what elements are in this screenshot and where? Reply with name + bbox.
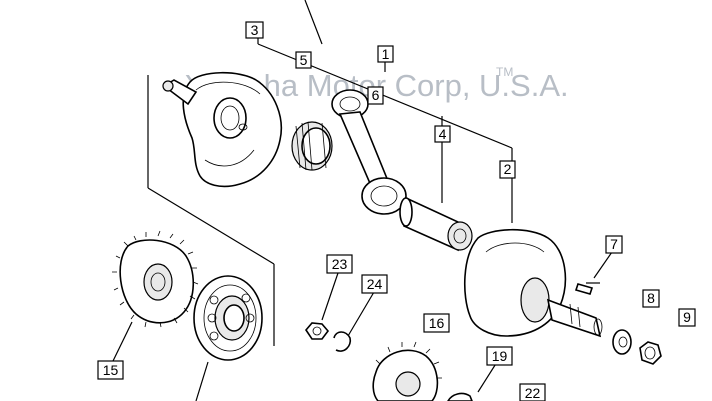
crank-web-right <box>463 228 603 338</box>
svg-text:7: 7 <box>610 236 618 252</box>
callout-6: 6 <box>367 86 384 105</box>
nut <box>639 341 662 365</box>
lock-washer <box>333 331 352 352</box>
callout-5: 5 <box>295 51 312 69</box>
callout-8: 8 <box>642 289 660 308</box>
crank-pin <box>399 196 473 252</box>
connecting-rod <box>331 89 407 215</box>
callout-23: 23 <box>326 254 353 274</box>
callout-9: 9 <box>678 308 696 327</box>
callout-2: 2 <box>499 160 516 179</box>
svg-text:23: 23 <box>332 256 348 272</box>
svg-text:19: 19 <box>492 348 508 364</box>
svg-text:3: 3 <box>251 22 259 38</box>
callout-4: 4 <box>434 125 451 143</box>
svg-text:5: 5 <box>300 52 308 68</box>
callout-16: 16 <box>423 313 450 333</box>
callout-3: 3 <box>245 21 264 39</box>
svg-text:6: 6 <box>372 87 380 103</box>
svg-text:8: 8 <box>647 290 655 306</box>
svg-text:4: 4 <box>439 126 447 142</box>
callout-1: 1 <box>377 45 394 63</box>
woodruff-key <box>574 283 594 295</box>
svg-text:9: 9 <box>683 309 691 325</box>
svg-text:15: 15 <box>103 362 119 378</box>
callout-19: 19 <box>486 346 513 366</box>
crank-web-left <box>162 71 282 188</box>
watermark-trademark: TM <box>496 65 513 79</box>
part-19-edge <box>447 392 473 401</box>
callout-15: 15 <box>97 360 124 380</box>
svg-text:24: 24 <box>367 276 383 292</box>
callout-24: 24 <box>361 274 388 294</box>
callout-7: 7 <box>605 235 623 254</box>
svg-text:1: 1 <box>382 46 390 62</box>
needle-bearing <box>291 121 333 171</box>
balancer-gear <box>372 341 442 401</box>
svg-text:22: 22 <box>525 385 541 401</box>
svg-text:16: 16 <box>429 315 445 331</box>
ball-bearing <box>193 275 263 361</box>
washer <box>612 329 632 355</box>
callout-22: 22 <box>519 383 546 401</box>
svg-text:2: 2 <box>504 161 512 177</box>
small-nut <box>304 322 330 340</box>
drive-gear <box>112 230 199 328</box>
